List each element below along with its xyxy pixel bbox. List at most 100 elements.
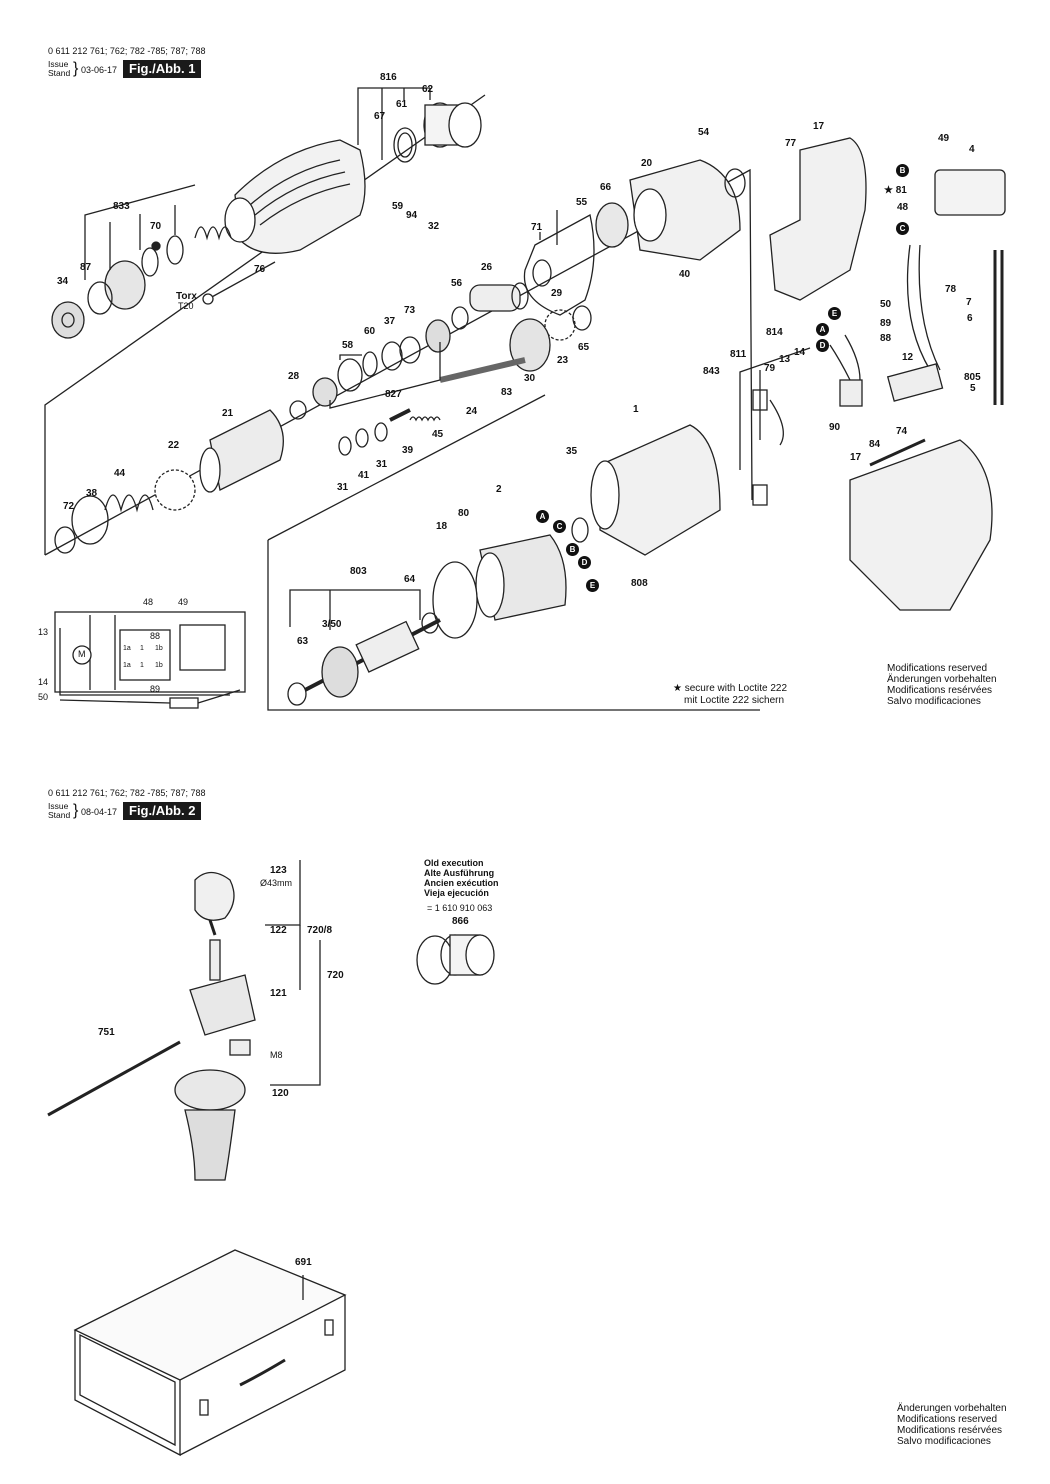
- part-71: 71: [531, 222, 543, 233]
- part-38: 38: [86, 488, 98, 499]
- fig1-badge: Fig./Abb. 1: [123, 60, 202, 78]
- part-66: 66: [600, 182, 612, 193]
- fig1-modifications-2: Modifications resérvées: [887, 685, 993, 696]
- schematic-13: 13: [38, 627, 49, 637]
- schematic-contact-4: 1a: [123, 662, 131, 669]
- fig1-brace: }: [73, 60, 79, 77]
- part-56: 56: [451, 278, 463, 289]
- part-84: 84: [869, 439, 881, 450]
- part-63: 63: [297, 636, 309, 647]
- part-32: 32: [428, 221, 440, 232]
- part-61: 61: [396, 99, 408, 110]
- marker-d-brush: D: [816, 339, 829, 352]
- part-4: 4: [969, 144, 975, 155]
- part-26: 26: [481, 262, 493, 273]
- fig1-modifications-1: Änderungen vorbehalten: [887, 674, 997, 685]
- part-90: 90: [829, 422, 841, 433]
- part-64: 64: [404, 574, 416, 585]
- part-720-8: 720/8: [307, 925, 333, 936]
- part-31-a: 31: [337, 482, 349, 493]
- part-50: 50: [880, 299, 892, 310]
- part-72: 72: [63, 501, 75, 512]
- part-87: 87: [80, 262, 92, 273]
- part-6: 6: [967, 313, 973, 324]
- part-14: 14: [794, 347, 806, 358]
- old-part-number: = 1 610 910 063: [427, 903, 493, 913]
- part-34: 34: [57, 276, 69, 287]
- torx-label: Torx: [176, 291, 197, 302]
- part-13: 13: [779, 354, 791, 365]
- part-803: 803: [350, 566, 367, 577]
- schematic-50: 50: [38, 692, 49, 702]
- schematic-contact-1: 1a: [123, 645, 131, 652]
- fig1-date: 03-06-17: [81, 65, 118, 75]
- fig2-brace: }: [73, 802, 79, 819]
- part-49: 49: [938, 133, 950, 144]
- part-81: ★ 81: [884, 185, 907, 196]
- schematic-contact-5: 1: [140, 662, 144, 669]
- part-58: 58: [342, 340, 354, 351]
- part-21: 21: [222, 408, 234, 419]
- part-805: 805: [964, 372, 981, 383]
- fig2-issue-label: Issue: [48, 801, 69, 811]
- fig2-modifications-1: Modifications reserved: [897, 1414, 998, 1425]
- part-54: 54: [698, 127, 710, 138]
- part-2: 2: [496, 484, 502, 495]
- part-23: 23: [557, 355, 569, 366]
- marker-b-stator: B: [566, 543, 579, 556]
- fig1-issue-label: Issue: [48, 59, 69, 69]
- part-80: 80: [458, 508, 470, 519]
- part-22: 22: [168, 440, 180, 451]
- schematic-14: 14: [38, 677, 49, 687]
- part-45: 45: [432, 429, 444, 440]
- marker-e-brush: E: [828, 307, 841, 320]
- part-94: 94: [406, 210, 418, 221]
- part-39: 39: [402, 445, 414, 456]
- part-833: 833: [113, 201, 130, 212]
- loctite-note-line2: mit Loctite 222 sichern: [684, 695, 785, 706]
- part-65: 65: [578, 342, 590, 353]
- part-17-top: 17: [813, 121, 825, 132]
- part-866: 866: [452, 916, 469, 927]
- schematic-88: 88: [150, 631, 161, 641]
- old-execution-0: Old execution: [424, 858, 484, 868]
- part-808: 808: [631, 578, 648, 589]
- marker-b-switch: B: [896, 164, 909, 177]
- fig1-modifications-0: Modifications reserved: [887, 663, 988, 674]
- part-17-bottom: 17: [850, 452, 862, 463]
- part-48: 48: [897, 202, 909, 213]
- part-76: 76: [254, 264, 266, 275]
- part-691: 691: [295, 1257, 312, 1268]
- part-40: 40: [679, 269, 691, 280]
- marker-a-brush: A: [816, 323, 829, 336]
- schematic-motor: M: [78, 649, 86, 659]
- part-816: 816: [380, 72, 397, 83]
- part-31-b: 31: [376, 459, 388, 470]
- part-811: 811: [730, 349, 747, 360]
- loctite-note-line1: ★ secure with Loctite 222: [673, 683, 788, 694]
- part-827: 827: [385, 389, 402, 400]
- part-123: 123: [270, 865, 287, 876]
- part-70: 70: [150, 221, 162, 232]
- marker-e-stator: E: [586, 579, 599, 592]
- t20-label: T20: [178, 301, 194, 311]
- part-751: 751: [98, 1027, 115, 1038]
- part-35: 35: [566, 446, 578, 457]
- part-89: 89: [880, 318, 892, 329]
- part-28: 28: [288, 371, 300, 382]
- fig1-stand-label: Stand: [48, 68, 71, 78]
- part-88: 88: [880, 333, 892, 344]
- part-30: 30: [524, 373, 536, 384]
- part-720: 720: [327, 970, 344, 981]
- marker-c-stator: C: [553, 520, 566, 533]
- schematic-48: 48: [143, 597, 154, 607]
- part-843: 843: [703, 366, 720, 377]
- part-73: 73: [404, 305, 416, 316]
- fig2-stand-label: Stand: [48, 810, 71, 820]
- fig1-model-line: 0 611 212 761; 762; 782 -785; 787; 788: [48, 46, 206, 56]
- part-29: 29: [551, 288, 563, 299]
- fig2-modifications-2: Modifications resérvées: [897, 1425, 1003, 1436]
- part-120: 120: [272, 1088, 289, 1099]
- fig2-badge: Fig./Abb. 2: [123, 802, 202, 820]
- part-83: 83: [501, 387, 513, 398]
